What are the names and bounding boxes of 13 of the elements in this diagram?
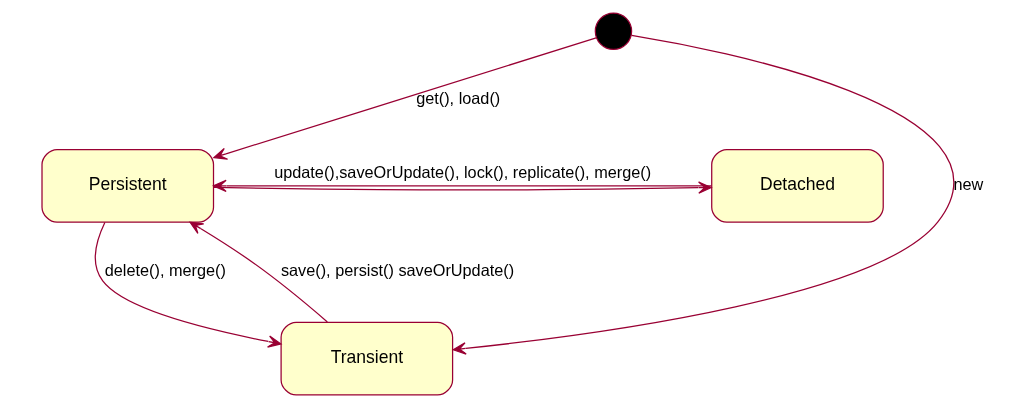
edge-label: update(),saveOrUpdate(), lock(), replicate(), merge() xyxy=(274,162,652,181)
edge-label: get(), load() xyxy=(416,88,501,107)
arrow xyxy=(189,221,328,323)
node-circle xyxy=(594,12,633,51)
arrow xyxy=(94,221,282,348)
edge-label: delete(), merge() xyxy=(104,261,226,280)
edge-label: save(), persist() saveOrUpdate() xyxy=(280,261,515,280)
node-box: Persistent xyxy=(41,148,215,223)
edge-label: new xyxy=(953,175,984,194)
arrow xyxy=(452,34,953,355)
node-box: Detached xyxy=(711,148,884,223)
arrow xyxy=(213,37,597,160)
node-box: Transient xyxy=(280,321,454,396)
